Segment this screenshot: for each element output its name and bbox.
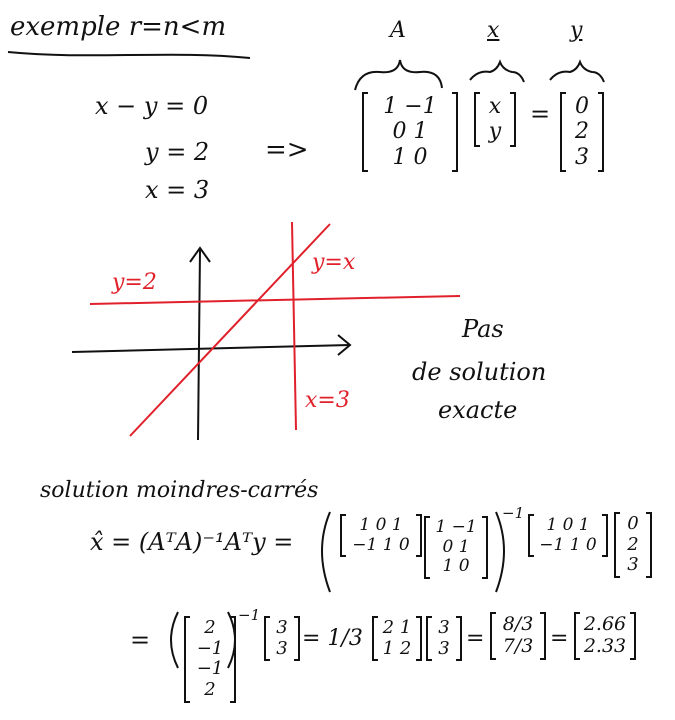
vector-Aty-2: 3 3 (426, 616, 462, 662)
line-x-equals-3 (291, 221, 297, 431)
implies-arrow: => (265, 135, 309, 165)
vector-fractions-row-1: 8/3 (502, 613, 534, 635)
matrix-At-row-1: 1 0 1 (359, 515, 403, 535)
matrix-A: 1 −1 0 1 1 0 (362, 92, 458, 172)
matrix-A-ls-row-3: 1 0 (442, 556, 470, 577)
vector-Aty-row-1: 3 (276, 617, 288, 638)
vector-x: x y (474, 92, 516, 147)
matrix-At-2-row-2: −1 1 0 (539, 534, 597, 555)
title: exemple r=n<m (10, 12, 227, 42)
label-y: y (570, 18, 583, 43)
matrix-AtA-row-1: 2 −1 (196, 617, 224, 659)
matrix-AtA: 2 −1 −1 2 (184, 616, 236, 703)
label-y-equals-x: y=x (312, 250, 356, 275)
vector-Aty-row-2: 3 (276, 637, 288, 659)
matrix-A-ls: 1 −1 0 1 1 0 (424, 516, 488, 579)
vector-Aty: 3 3 (264, 616, 300, 662)
equation-1: x − y = 0 (95, 92, 209, 120)
no-solution-line-3: exacte (438, 396, 518, 424)
no-solution-line-1: Pas (462, 315, 504, 343)
matrix-At: 1 0 1 −1 1 0 (340, 514, 422, 558)
vector-decimals-row-2: 2.33 (583, 634, 627, 657)
matrix-AtA-row-2: −1 2 (196, 658, 224, 701)
matrix-A-row-2: 0 1 (392, 119, 428, 145)
line-y-equals-2 (89, 295, 461, 305)
vector-y-ls-row-1: 0 (627, 513, 639, 534)
vector-y: 0 2 3 (560, 92, 604, 172)
matrix-At-row-2: −1 1 0 (352, 534, 410, 555)
label-A: A (390, 18, 406, 43)
line-y-equals-x (129, 223, 331, 437)
vector-y-ls-row-2: 2 (627, 533, 639, 555)
inverse-exponent-2: −1 (238, 606, 261, 624)
matrix-At-2-row-1: 1 0 1 (546, 515, 590, 535)
matrix-A-row-1: 1 −1 (383, 94, 437, 119)
vector-y-ls: 0 2 3 (614, 512, 652, 579)
matrix-inverse-row-1: 2 1 (382, 617, 412, 638)
least-squares-heading: solution moindres-carrés (40, 478, 319, 503)
second-line-equals: = (130, 626, 151, 654)
equals-4: = (550, 626, 569, 651)
vector-fractions-row-2: 7/3 (502, 634, 534, 657)
one-third: = 1/3 (302, 626, 363, 651)
least-squares-formula: x̂ = (AᵀA)⁻¹Aᵀy = (90, 528, 294, 556)
label-y-equals-2: y=2 (112, 270, 157, 295)
vector-x-row-2: y (488, 119, 502, 145)
vector-x-row-1: x (488, 94, 502, 119)
vector-Aty-2-row-1: 3 (438, 617, 450, 638)
vector-fractions: 8/3 7/3 (490, 612, 546, 660)
y-axis (197, 249, 201, 441)
vector-y-ls-row-3: 3 (627, 554, 639, 576)
inverse-exponent: −1 (502, 504, 525, 522)
label-x-equals-3: x=3 (305, 388, 350, 413)
matrix-inverse-row-2: 1 2 (382, 637, 412, 659)
equals-3: = (466, 626, 485, 651)
vector-y-row-2: 2 (575, 119, 589, 145)
matrix-A-ls-row-2: 0 1 (442, 536, 470, 557)
vector-y-row-1: 0 (575, 94, 589, 119)
vector-decimals: 2.66 2.33 (574, 612, 636, 660)
equation-3: x = 3 (145, 176, 210, 204)
label-x: x (487, 18, 500, 43)
matrix-inverse: 2 1 1 2 (372, 616, 422, 662)
vector-decimals-row-1: 2.66 (583, 613, 627, 635)
vector-y-row-3: 3 (575, 144, 589, 170)
matrix-equals: = (530, 100, 551, 128)
x-axis-arrow (337, 334, 352, 356)
matrix-A-ls-row-1: 1 −1 (435, 517, 477, 537)
vector-Aty-2-row-2: 3 (438, 637, 450, 659)
x-axis (71, 344, 351, 353)
no-solution-line-2: de solution (412, 358, 547, 386)
y-axis-arrow (189, 246, 211, 263)
equation-2: y = 2 (145, 138, 210, 166)
matrix-A-row-3: 1 0 (392, 144, 428, 170)
matrix-At-2: 1 0 1 −1 1 0 (528, 514, 608, 558)
